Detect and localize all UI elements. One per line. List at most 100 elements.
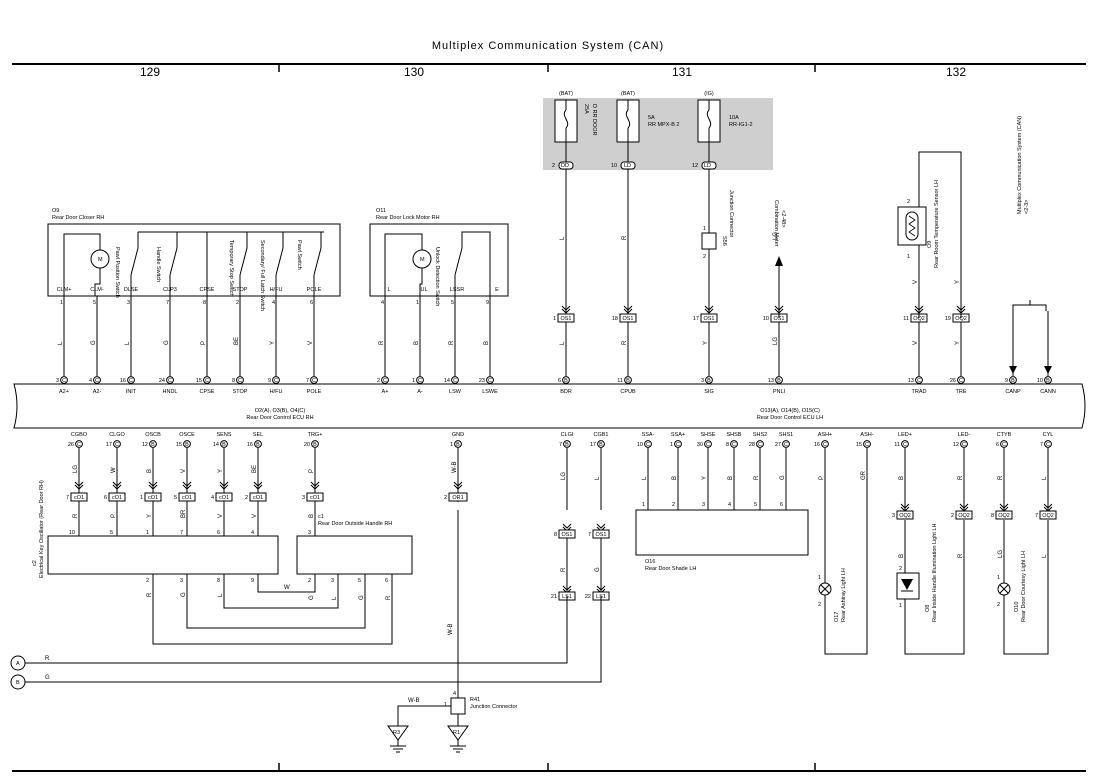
ecu-rh-bottom-pin-conn: B bbox=[151, 442, 155, 448]
ecu-lh-bottom-pin-num: 6 bbox=[996, 442, 999, 448]
ground-id: R3 bbox=[393, 730, 400, 736]
ecu-pin-name: A2- bbox=[93, 389, 102, 395]
ecu-rh-bottom-pin-circle bbox=[220, 440, 228, 448]
pin-number: 4 bbox=[272, 300, 275, 306]
o16-pin-num: 4 bbox=[728, 502, 731, 508]
wire-color: LG bbox=[73, 465, 79, 473]
connector-box bbox=[249, 492, 267, 502]
component-id: R41 bbox=[470, 697, 480, 703]
unlock-detection-switch-label: Unlock Detection Switch bbox=[434, 247, 440, 306]
ecu-rh-top-pin-conn: C bbox=[168, 378, 172, 384]
wire-color: G bbox=[164, 340, 170, 345]
pin-number: 1 bbox=[444, 702, 447, 708]
connector-box bbox=[701, 232, 717, 250]
wire-color: G bbox=[181, 592, 187, 597]
fuse-pin: 12 bbox=[692, 163, 698, 169]
wire-color: L bbox=[58, 341, 64, 345]
wire-color: W bbox=[284, 585, 290, 591]
pin-number: 1 bbox=[997, 575, 1000, 581]
rear-door-lock-motor-rh: O11 Rear Door Lock Motor RH M Unlock Det… bbox=[369, 208, 509, 306]
ecu-lh-top-pin-circle bbox=[1009, 376, 1017, 384]
ecu-rh-bottom-pin-circle bbox=[113, 440, 121, 448]
ecu-rh-bottom-pin-num: 20 bbox=[304, 442, 310, 448]
wire-color: R bbox=[73, 513, 79, 518]
wire-color: LG bbox=[561, 472, 567, 480]
connector-box bbox=[896, 510, 914, 520]
page-number-129: 129 bbox=[140, 65, 160, 79]
connector-label: OQ2 bbox=[955, 316, 967, 322]
ecu-rh-top-pin-conn: C bbox=[418, 378, 422, 384]
ecu-rh-bottom-pin-num: 15 bbox=[176, 442, 182, 448]
rear-ashtray-light-lh: 1 2 O17 Rear Ashtray Light LH bbox=[818, 450, 868, 655]
fuse-source: (IG) bbox=[704, 91, 714, 97]
component-box bbox=[369, 223, 509, 297]
ecu-rh-name: Rear Door Control ECU RH bbox=[246, 415, 313, 421]
fuse-rating: 5A bbox=[648, 115, 655, 121]
ecu-lh-top-pin-conn: B bbox=[564, 378, 568, 384]
ecu-rh-bottom-pin-num: 17 bbox=[106, 442, 112, 448]
fuse-icon bbox=[563, 109, 569, 129]
junction-connector-s56: 1 2 S56 Junction Connector bbox=[701, 190, 734, 260]
ecu-rh-bottom-pin-num: 12 bbox=[142, 442, 148, 448]
ecu-pin-name: CANN bbox=[1040, 389, 1056, 395]
ecu-rh-top-pin-circle bbox=[486, 376, 494, 384]
pin-name: H/FU bbox=[270, 287, 283, 293]
ecu-lh-top-pin-circle bbox=[1044, 376, 1052, 384]
connector-box bbox=[1039, 510, 1057, 520]
ecu-lh-bottom-pin-num: 7 bbox=[1040, 442, 1043, 448]
connector-label: cO1 bbox=[219, 495, 229, 501]
wire-color: R bbox=[958, 553, 964, 558]
ecu-lh-bottom-pin-circle bbox=[704, 440, 712, 448]
ecu-body bbox=[13, 383, 1086, 429]
pin-name: CPSE bbox=[200, 287, 215, 293]
ecu-rh-top-pin-num: 23 bbox=[479, 378, 485, 384]
o16-pin-num: 2 bbox=[672, 502, 675, 508]
ecu-lh-connectors: O13(A), O14(B), O15(C) bbox=[760, 408, 820, 414]
connector-label: cO1 bbox=[74, 495, 84, 501]
ecu-pin-name: SHSE bbox=[701, 432, 716, 438]
ecu-rh-top-pin-circle bbox=[93, 376, 101, 384]
wire-color: B bbox=[672, 476, 678, 480]
ecu-lh-name: Rear Door Control ECU LH bbox=[757, 415, 823, 421]
component-name: Multiplex Communication System (CAN) bbox=[1017, 116, 1023, 214]
pin-number: 1 bbox=[60, 300, 63, 306]
ecu-rh-bottom-pin-conn: B bbox=[256, 442, 260, 448]
ecu-pin-name: SSA+ bbox=[671, 432, 685, 438]
ecu-pin-name: STOP bbox=[233, 389, 248, 395]
connector-arrow bbox=[112, 481, 122, 490]
component-name: Rear Door Shade LH bbox=[645, 566, 696, 572]
component-id: O16 bbox=[645, 559, 655, 565]
ecu-rh-bottom-pin-conn: C bbox=[115, 442, 119, 448]
pin-number: 5 bbox=[93, 300, 96, 306]
ecu-rh-top-pin-conn: C bbox=[62, 378, 66, 384]
c1-pin-num: 2 bbox=[308, 578, 311, 584]
wire-color: B bbox=[899, 476, 905, 480]
ecu-pin-name: SENS bbox=[217, 432, 232, 438]
component-id: O17 bbox=[834, 612, 840, 622]
connector-label: OS1 bbox=[595, 532, 606, 538]
ecu-rh-top-pin-circle bbox=[310, 376, 318, 384]
ecu-lh-bottom-pin-conn: C bbox=[732, 442, 736, 448]
c1-pin-num: 5 bbox=[358, 578, 361, 584]
ecu-rh-top-pin-num: 2 bbox=[377, 378, 380, 384]
wire-color: Y bbox=[703, 341, 709, 345]
ecu-lh-top-pin-num: 10 bbox=[1037, 378, 1043, 384]
ecu-rh-top-pin-conn: C bbox=[453, 378, 457, 384]
ecu-lh-bottom-pin-conn: C bbox=[1046, 442, 1050, 448]
ecu-pin-name: ASH- bbox=[860, 432, 873, 438]
connector-box bbox=[215, 492, 233, 502]
o16-pin-num: 1 bbox=[642, 502, 645, 508]
fuse-icon bbox=[625, 109, 631, 129]
ecu-lh-bottom-pin-conn: C bbox=[903, 442, 907, 448]
component-name: Rear Ashtray Light LH bbox=[841, 568, 847, 622]
ecu-lh-top-pin-conn: C bbox=[917, 378, 921, 384]
fuse-rating: 10A bbox=[729, 115, 739, 121]
bus-id: B bbox=[16, 680, 20, 686]
connector-pin: 11 bbox=[903, 316, 909, 322]
connector-arrow bbox=[561, 305, 571, 314]
ecu-rh-top-pin-circle bbox=[166, 376, 174, 384]
pawl-position-switch-label: Pawl Position Switch bbox=[114, 247, 120, 298]
ecu-lh-top-pin-num: 11 bbox=[617, 378, 623, 384]
pin-number: 7 bbox=[166, 300, 169, 306]
